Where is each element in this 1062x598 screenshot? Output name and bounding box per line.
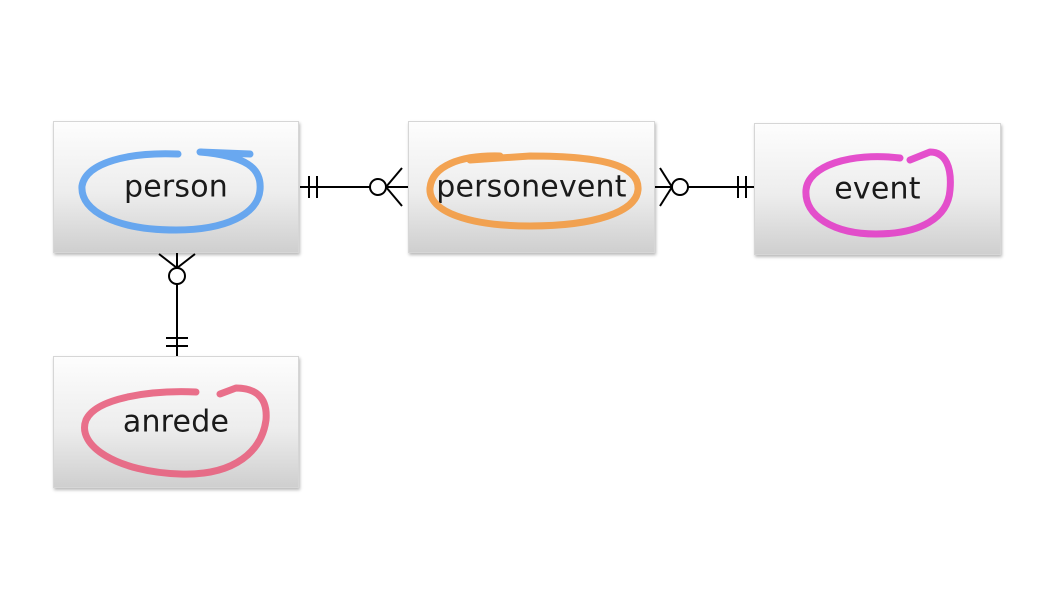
zero-circle-mark [671, 178, 689, 196]
relationship-personevent-event [655, 167, 754, 207]
entity-personevent[interactable]: personevent [408, 121, 655, 253]
crow-foot-mark [659, 186, 673, 207]
entity-label: person [123, 169, 229, 205]
relationship-person-personevent [300, 167, 408, 207]
entity-event[interactable]: event [754, 123, 1001, 255]
entity-label: personevent [436, 169, 627, 205]
crow-foot-mark [385, 167, 403, 188]
crow-foot-mark [176, 253, 196, 269]
crow-foot-mark [385, 186, 403, 207]
zero-circle-mark [168, 267, 186, 285]
entity-anrede[interactable]: anrede [53, 356, 299, 488]
entity-person[interactable]: person [53, 121, 299, 253]
zero-circle-mark [369, 178, 387, 196]
crow-foot-mark [659, 167, 673, 188]
entity-label: event [834, 171, 921, 207]
entity-label: anrede [122, 404, 230, 440]
relationship-person-anrede [158, 252, 196, 356]
crow-foot-mark [158, 253, 178, 269]
